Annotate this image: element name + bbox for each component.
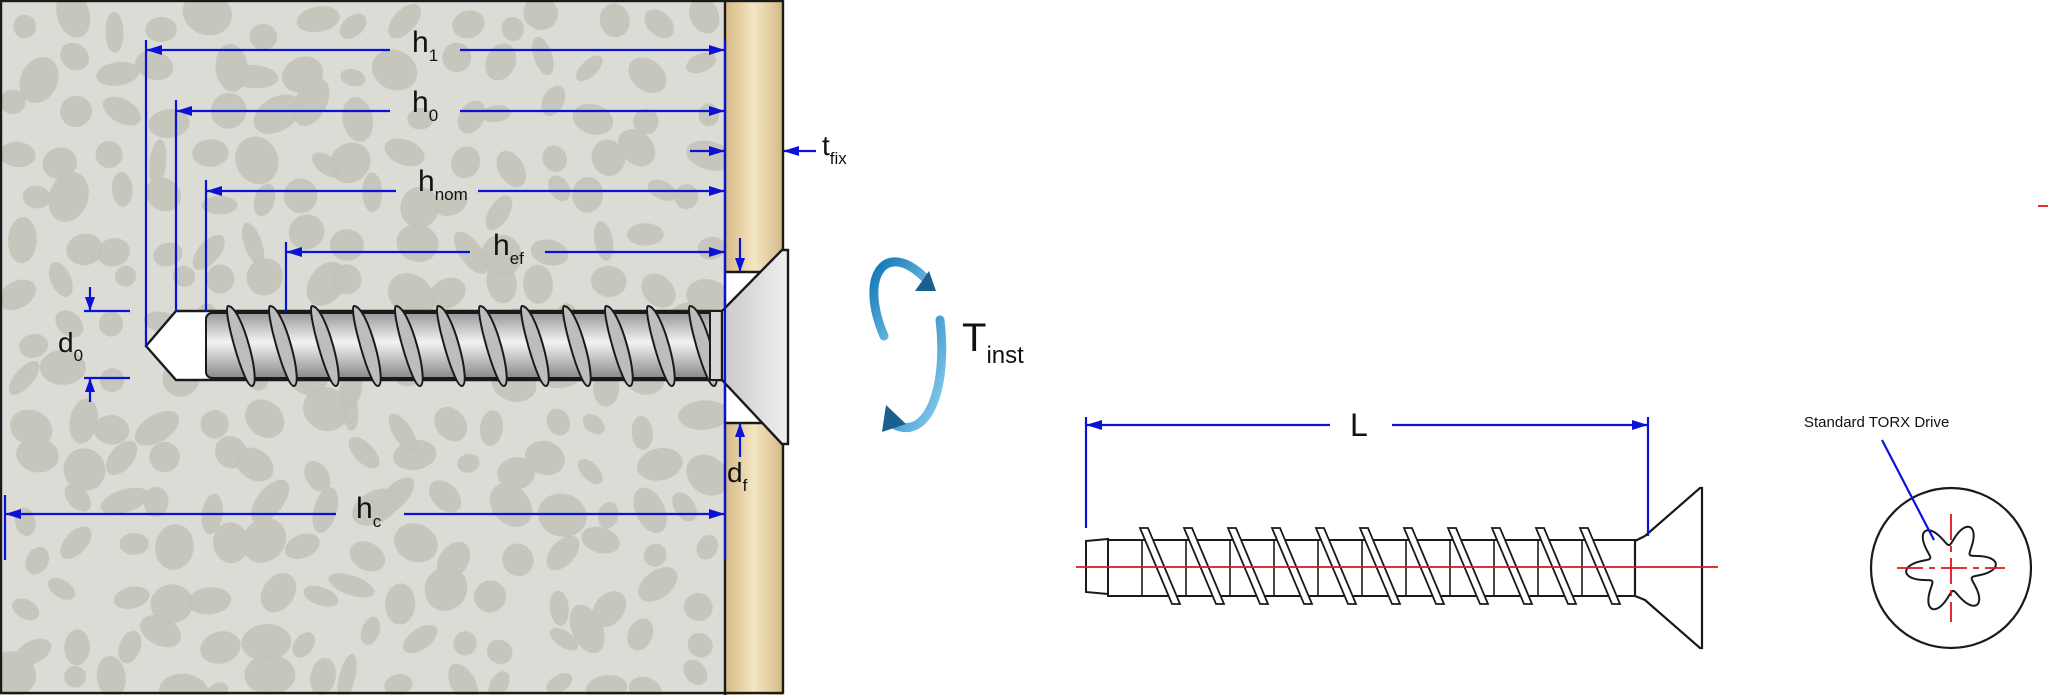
torque-rotation-symbol — [869, 257, 947, 432]
length-dimension — [1084, 417, 1650, 536]
label-h0: h0 — [412, 86, 438, 125]
screw-side-head — [1633, 486, 1704, 650]
installed-screw-anchor — [205, 248, 790, 446]
label-tfix: tfix — [822, 130, 847, 168]
label-length: L — [1350, 407, 1368, 443]
screw-side-threads — [1138, 527, 1622, 605]
countersunk-head — [720, 248, 790, 446]
label-tinst: Tinst — [962, 316, 1024, 369]
label-d0: d0 — [58, 327, 83, 365]
torx-drive-head-view — [1869, 439, 2033, 650]
label-hc: hc — [356, 492, 382, 531]
label-df: df — [727, 457, 748, 495]
label-hef: hef — [493, 229, 524, 268]
anchor-threads — [226, 304, 718, 388]
screw-side-view — [1076, 486, 1718, 650]
torx-callout-leader — [1881, 439, 1935, 541]
dimension-arrows — [5, 45, 1648, 519]
anchor-collar — [709, 310, 723, 381]
label-torx: Standard TORX Drive — [1804, 414, 1949, 431]
dimension-lines — [3, 40, 727, 560]
label-h1: h1 — [412, 26, 438, 65]
label-hnom: hnom — [418, 165, 468, 204]
